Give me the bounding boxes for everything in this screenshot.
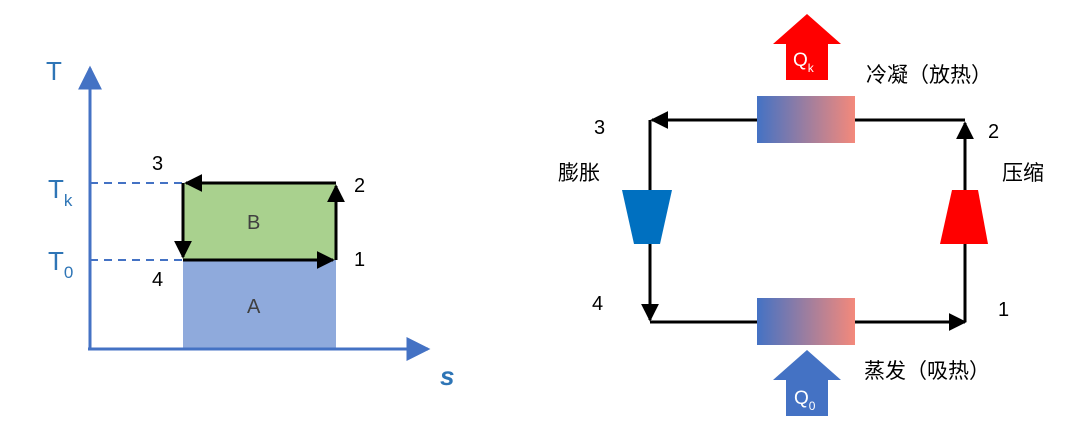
cycle-point-4: 4 (592, 293, 603, 315)
heat-in-label: Q0 (794, 388, 816, 413)
y-axis-label: T (46, 56, 62, 86)
compressor-label: 压缩 (1002, 161, 1044, 185)
heat-out-label: Qk (793, 50, 815, 75)
evaporator-label: 蒸发（吸热） (864, 359, 990, 383)
cycle-point-1: 1 (998, 299, 1009, 321)
condenser (757, 96, 855, 143)
expansion-label: 膨胀 (558, 161, 600, 185)
region-b-label: B (247, 212, 260, 234)
ts-point-2: 2 (354, 175, 365, 197)
ts-point-1: 1 (354, 249, 365, 271)
tk-tick-label: Tk (48, 174, 73, 210)
region-a-label: A (247, 296, 261, 318)
heat-in-arrow (773, 350, 841, 416)
t0-tick-label: T0 (48, 246, 73, 282)
condenser-label: 冷凝（放热） (866, 63, 992, 87)
ts-point-4: 4 (152, 269, 163, 291)
region-b (183, 183, 336, 260)
region-a (183, 260, 336, 349)
expansion-valve (622, 190, 672, 244)
ts-diagram: T s Tk T0 1 2 3 4 A B (46, 56, 454, 391)
ts-point-3: 3 (152, 153, 163, 175)
x-axis-label: s (440, 361, 454, 391)
evaporator (757, 298, 855, 345)
compressor (940, 190, 988, 244)
heat-out-arrow (773, 14, 841, 80)
cycle-diagram: Qk Q0 1 2 3 4 冷凝（放热） 蒸发（吸热） 压缩 膨胀 (558, 14, 1044, 416)
cycle-point-3: 3 (594, 117, 605, 139)
cycle-point-2: 2 (988, 121, 999, 143)
